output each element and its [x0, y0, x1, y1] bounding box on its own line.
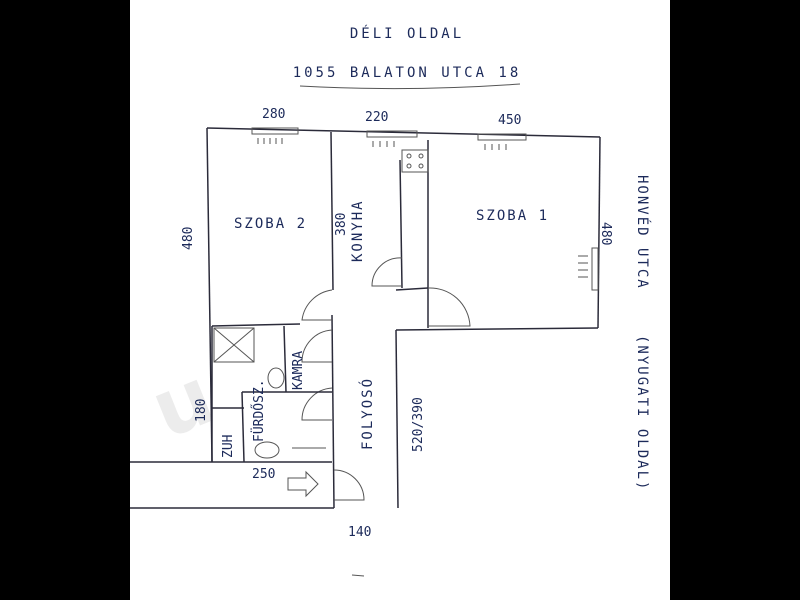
toilet	[267, 367, 285, 389]
dim-konyha-height: 380	[334, 213, 349, 236]
door-entry	[333, 469, 365, 501]
label-konyha: KONYHA	[350, 199, 366, 262]
top-wall	[206, 127, 601, 138]
stove	[401, 149, 429, 173]
floor-plan-paper	[130, 0, 670, 600]
wall-szoba2-konyha	[330, 131, 334, 291]
label-kamra: KAMRA	[291, 351, 306, 390]
street-honved: HONVÉD UTCA	[634, 175, 651, 290]
shower-wall	[241, 391, 245, 463]
dash-mark	[351, 574, 365, 577]
bottom-right-wall	[395, 327, 599, 331]
label-szoba2: SZOBA 2	[234, 216, 307, 232]
shaft	[213, 327, 255, 363]
label-furdo: FÜRDŐSZ.	[250, 379, 267, 442]
door-szoba1	[427, 287, 471, 327]
window-top-left	[251, 127, 299, 144]
window-top-mid	[366, 130, 418, 147]
left-wall	[206, 127, 213, 463]
address-label: 1055 BALATON UTCA 18	[293, 65, 522, 81]
right-wall	[597, 136, 601, 329]
kamra-wall	[283, 325, 287, 393]
corridor-left-wall	[331, 314, 335, 509]
dim-left-height: 480	[181, 227, 196, 250]
entry-arrow-icon	[287, 470, 319, 498]
dim-right-height: 480	[598, 222, 613, 245]
window-top-right	[477, 133, 527, 150]
wall-szoba2-bottom	[211, 323, 301, 327]
dim-top-mid: 220	[365, 110, 388, 125]
door-furdo	[301, 387, 333, 421]
dim-top-left: 280	[262, 107, 285, 122]
dim-bottom-width: 140	[348, 525, 371, 540]
south-side-label: DÉLI OLDAL	[350, 25, 464, 42]
dim-corridor: 520/390	[411, 397, 426, 452]
corridor-right-wall	[395, 329, 399, 509]
door-kamra	[301, 329, 333, 363]
address-underline	[299, 83, 521, 90]
window-right	[578, 247, 599, 291]
door-szoba2	[301, 289, 333, 321]
label-szoba1: SZOBA 1	[476, 208, 549, 224]
sink	[254, 441, 280, 459]
label-zuh: ZUH	[221, 435, 236, 458]
label-folyoso: FOLYOSÓ	[358, 377, 376, 450]
dim-bath-height: 180	[194, 399, 209, 422]
dim-top-right: 450	[498, 113, 521, 128]
door-konyha	[371, 257, 403, 287]
konyha-counter-left	[399, 159, 403, 289]
dim-entry-width: 250	[252, 467, 275, 482]
konyha-bottom-wall	[395, 287, 429, 291]
street-side-note: (NYUGATI OLDAL)	[634, 335, 650, 491]
